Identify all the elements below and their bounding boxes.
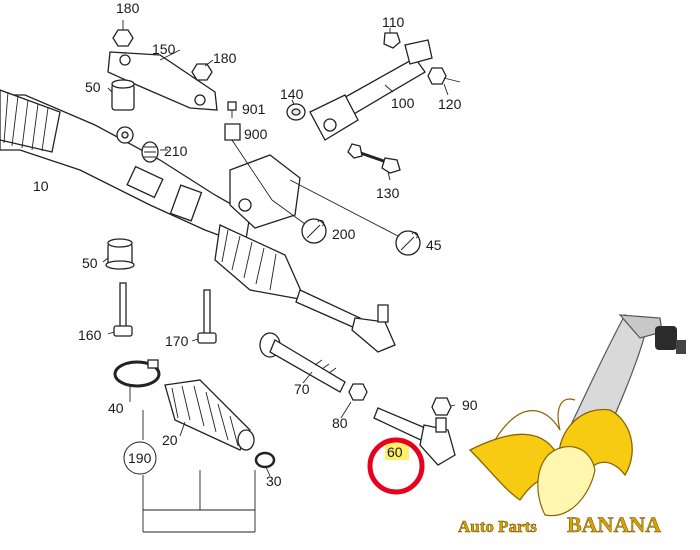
callout-45: 45 xyxy=(426,237,442,253)
callout-50a: 50 xyxy=(85,79,101,95)
nut-110 xyxy=(383,32,401,49)
callout-190-circle xyxy=(123,441,157,475)
brand-text-small: Auto Parts xyxy=(458,517,537,536)
callout-901: 901 xyxy=(242,101,266,117)
logo-banana-flesh xyxy=(537,446,596,517)
bolt-130 xyxy=(347,143,401,174)
callout-150: 150 xyxy=(152,41,176,57)
callout-10: 10 xyxy=(33,178,49,194)
shaft-100 xyxy=(309,39,433,141)
bolt-170 xyxy=(197,289,217,344)
inner-tie-rod-70 xyxy=(259,332,346,393)
callout-120: 120 xyxy=(438,96,462,112)
cap-900 xyxy=(224,123,241,141)
bolt-120 xyxy=(427,67,461,85)
boot-20 xyxy=(164,379,255,451)
brand-logo: Auto Parts BANANA xyxy=(458,314,686,537)
sensor-901 xyxy=(227,101,237,118)
callout-100: 100 xyxy=(391,95,415,111)
callout-180b: 180 xyxy=(213,50,237,66)
highlight-label-60 xyxy=(385,443,409,460)
damper-210 xyxy=(141,141,159,163)
bolt-180b xyxy=(191,63,213,81)
torque-wrench-icon-45 xyxy=(395,230,421,256)
callout-180a: 180 xyxy=(116,0,140,16)
brand-text-big: BANANA xyxy=(567,512,661,537)
callout-130: 130 xyxy=(376,185,400,201)
bushing-140 xyxy=(286,103,306,121)
clamp-40 xyxy=(113,359,161,388)
callout-160: 160 xyxy=(78,327,102,343)
callout-140: 140 xyxy=(280,86,304,102)
callout-210: 210 xyxy=(164,143,188,159)
rack-housing-10 xyxy=(0,89,396,353)
callout-30: 30 xyxy=(266,473,282,489)
callout-110: 110 xyxy=(382,14,405,30)
callout-70: 70 xyxy=(294,381,310,397)
callout-190: 190 xyxy=(128,450,152,466)
callout-90: 90 xyxy=(462,397,478,413)
callout-200: 200 xyxy=(332,226,356,242)
callout-170: 170 xyxy=(165,333,189,349)
callout-50b: 50 xyxy=(82,255,98,271)
callout-900: 900 xyxy=(244,126,268,142)
clamp-30 xyxy=(254,451,276,469)
callout-80: 80 xyxy=(332,415,348,431)
bolt-160 xyxy=(113,282,133,337)
leader-lines xyxy=(102,20,456,533)
highlight-circle xyxy=(367,437,425,495)
callout-40: 40 xyxy=(108,400,124,416)
nut-80 xyxy=(348,383,368,401)
bushing-50a xyxy=(111,79,135,111)
nut-90 xyxy=(431,397,452,416)
callout-60: 60 xyxy=(387,444,403,460)
torque-wrench-icon-200 xyxy=(301,218,327,244)
tie-rod-end-60 xyxy=(373,407,456,466)
bushing-50b xyxy=(105,238,135,270)
bracket-150 xyxy=(107,51,218,111)
bolt-180a xyxy=(112,29,134,47)
callout-20: 20 xyxy=(162,432,178,448)
